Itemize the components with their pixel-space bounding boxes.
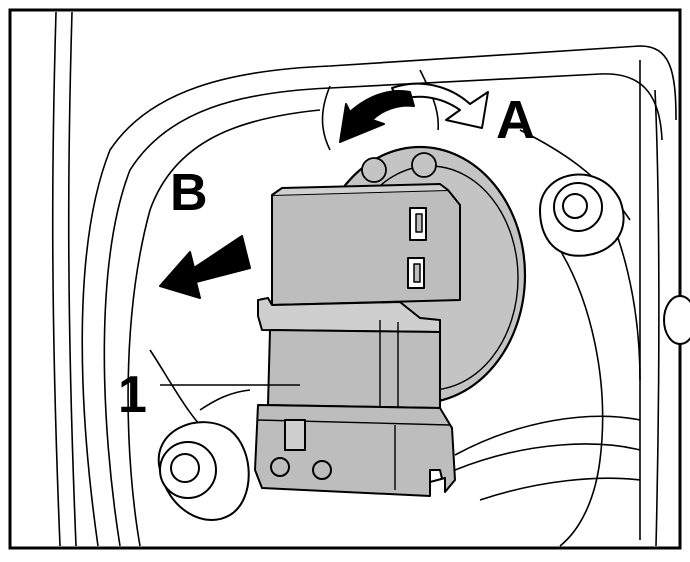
release-tab — [284, 419, 306, 451]
label-1: 1 — [118, 366, 147, 424]
pull-arrow-b — [159, 235, 251, 299]
grommet-right — [538, 173, 625, 257]
label-b: B — [170, 164, 208, 222]
label-a: A — [496, 90, 535, 150]
socket-bolt — [411, 152, 437, 178]
lamp-housing — [51, 11, 677, 547]
socket-bolt — [361, 157, 387, 183]
connector-part-1 — [254, 183, 461, 497]
rotation-arrow-a — [339, 82, 489, 143]
grommet-edge — [663, 295, 690, 345]
grommet-left — [157, 421, 250, 521]
